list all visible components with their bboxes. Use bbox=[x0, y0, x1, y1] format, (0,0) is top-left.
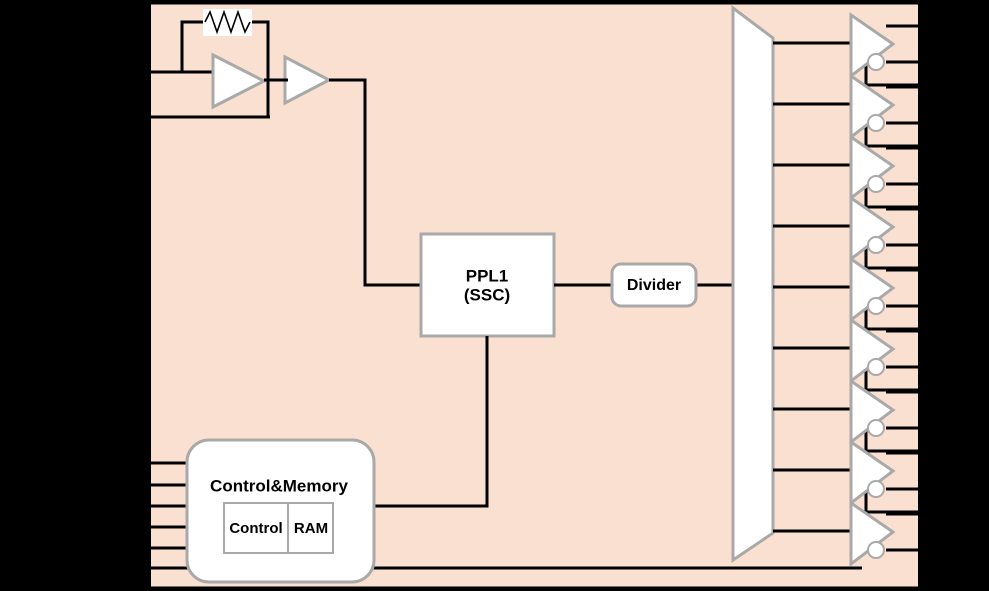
pll-label-line1: PPL1 bbox=[466, 266, 509, 285]
pll-block[interactable]: PPL1 (SSC) bbox=[419, 232, 556, 338]
control-memory-block[interactable]: Control&Memory Control RAM bbox=[185, 438, 376, 584]
output-buffer-4[interactable] bbox=[849, 195, 989, 270]
control-memory-label: Control&Memory bbox=[210, 476, 348, 495]
amp-interconnect-wires bbox=[264, 78, 421, 287]
fanout-trapezoid[interactable] bbox=[731, 5, 775, 563]
ram-subblock[interactable] bbox=[287, 502, 334, 554]
control-subblock-label: Control bbox=[229, 520, 282, 537]
control-to-pll-wire bbox=[374, 336, 489, 508]
output-buffer-5[interactable] bbox=[849, 256, 989, 331]
feedback-loop-wires bbox=[180, 20, 270, 117]
divider-label: Divider bbox=[627, 277, 681, 294]
control-subblock[interactable] bbox=[223, 502, 289, 554]
output-buffer-6[interactable] bbox=[849, 317, 989, 392]
xtal-amplifier-icon bbox=[211, 52, 268, 110]
ram-subblock-label: RAM bbox=[294, 520, 328, 537]
fanout-to-buffer-wires bbox=[773, 41, 853, 533]
buffer-1-invert-bubble-icon bbox=[867, 53, 885, 71]
amp2-out-to-pll-wire bbox=[329, 78, 421, 287]
buffer-5-invert-bubble-icon bbox=[867, 297, 885, 315]
output-buffer-2[interactable] bbox=[849, 73, 989, 148]
output-buffer-9[interactable] bbox=[849, 500, 989, 568]
buffer-3-invert-bubble-icon bbox=[867, 175, 885, 193]
resistor-zigzag-icon bbox=[204, 9, 251, 35]
buffer-2-invert-bubble-icon bbox=[867, 114, 885, 132]
pll-block-body[interactable] bbox=[419, 232, 556, 338]
buffer-4-invert-bubble-icon bbox=[867, 236, 885, 254]
divider-block-body[interactable] bbox=[610, 262, 698, 308]
buffer-6-invert-bubble-icon bbox=[867, 358, 885, 376]
feedback-resistor bbox=[203, 9, 252, 36]
buffer-9-invert-bubble-icon bbox=[867, 541, 885, 559]
feedback-top-right-wire bbox=[250, 20, 270, 117]
divider-block[interactable]: Divider bbox=[610, 262, 698, 308]
buffer-7-invert-bubble-icon bbox=[867, 419, 885, 437]
panel-edge-rails bbox=[151, 1, 918, 590]
pll-label-line2: (SSC) bbox=[464, 285, 510, 304]
buffer-8-invert-bubble-icon bbox=[867, 480, 885, 498]
feedback-top-wire bbox=[180, 20, 204, 72]
